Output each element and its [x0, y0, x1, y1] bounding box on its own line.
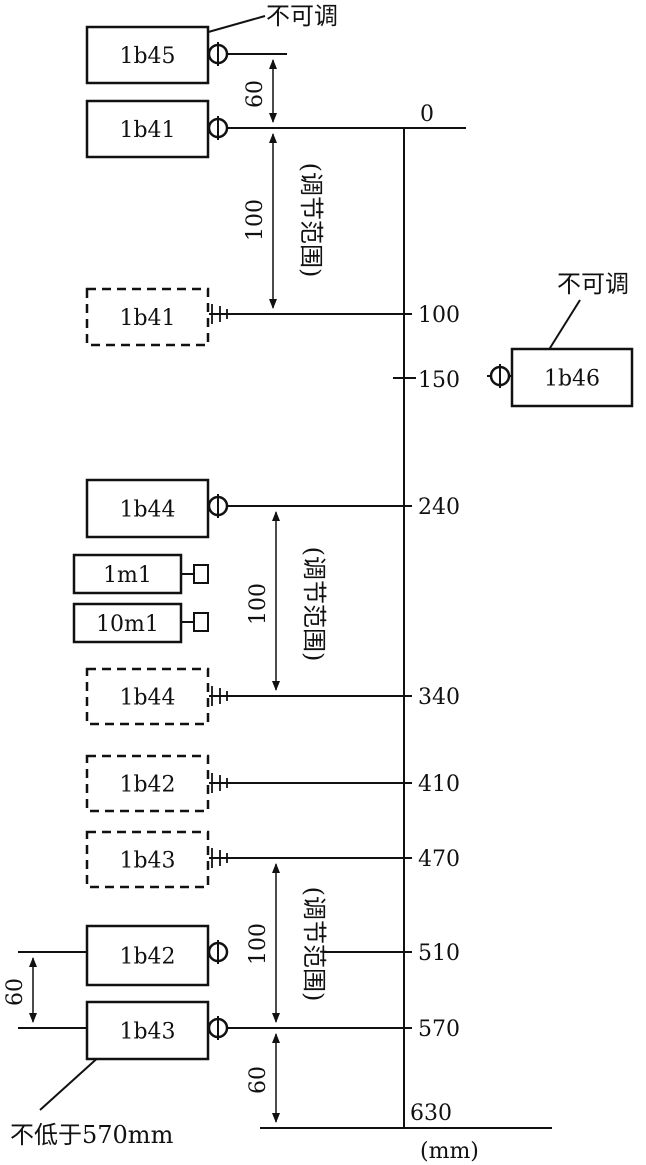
switch-m1: 1m1 [72, 553, 183, 595]
switch-b44: 1b44 [85, 478, 210, 539]
not-adjustable-note-1: 不可调 [266, 2, 338, 30]
switch-label: 1b41 [119, 118, 175, 143]
switch-box [85, 924, 210, 987]
switch-box [85, 754, 210, 813]
dim-60-top-label: 60 [243, 80, 268, 108]
switch-b45: 1b45 [85, 25, 210, 85]
switch-box [85, 478, 210, 539]
tick-340: 340 [418, 685, 460, 710]
switch-label: 1b46 [544, 367, 600, 392]
dashed-contact-470-icon [211, 848, 228, 868]
switch-b44d: 1b44 [85, 667, 210, 726]
dashed-contact-410-icon [211, 773, 228, 793]
min-height-note: 不低于570mm [10, 1121, 174, 1149]
unit-label: (mm) [420, 1139, 479, 1164]
switch-label: 1b41 [119, 306, 175, 331]
tick-510: 510 [418, 941, 460, 966]
dim-60-left-label: 60 [3, 978, 28, 1006]
switch-box [85, 667, 210, 726]
switch-box [85, 830, 210, 889]
switch-b43d: 1b43 [85, 830, 210, 889]
switch-label: 1b44 [119, 686, 175, 711]
switch-label: 1b42 [119, 773, 175, 798]
tick-470: 470 [418, 847, 460, 872]
switch-box [85, 99, 210, 159]
switch-label: 1b43 [119, 1020, 175, 1045]
switch-label: 1m1 [103, 563, 152, 588]
switch-box [72, 553, 183, 595]
tick-150: 150 [418, 368, 460, 393]
switch-b43: 1b43 [85, 1000, 210, 1061]
switch-box [85, 25, 210, 85]
switch-box [85, 287, 210, 347]
tick-570: 570 [418, 1017, 460, 1042]
switch-box [85, 1000, 210, 1061]
dim-100-a-label: 100 [243, 199, 268, 241]
switch-b42: 1b42 [85, 924, 210, 987]
switch-b41d: 1b41 [85, 287, 210, 347]
switch-label: 1b44 [119, 498, 175, 523]
switch-b42d: 1b42 [85, 754, 210, 813]
switch-m10: 10m1 [72, 602, 183, 644]
switch-label: 10m1 [96, 612, 159, 637]
dim-100-c-label: 100 [246, 923, 271, 965]
motor-1m1-terminal-icon [193, 564, 209, 584]
range-note-2: (调节范围) [300, 547, 328, 662]
motor-10m1-terminal-icon [193, 612, 209, 632]
switch-label: 1b42 [119, 945, 175, 970]
tick-240: 240 [418, 495, 460, 520]
dashed-contact-100-icon [211, 304, 228, 324]
dim-100-b-label: 100 [246, 583, 271, 625]
tick-100: 100 [418, 303, 460, 328]
switch-box [510, 347, 634, 408]
tick-410: 410 [418, 772, 460, 797]
switch-label: 1b43 [119, 849, 175, 874]
tick-630: 630 [410, 1101, 452, 1126]
dashed-contact-340-icon [211, 686, 228, 706]
switch-label: 1b45 [119, 44, 175, 69]
switch-b41: 1b41 [85, 99, 210, 159]
not-adjustable-note-2: 不可调 [557, 270, 629, 298]
switch-box [72, 602, 183, 644]
switch-b46: 1b46 [510, 347, 634, 408]
range-note-1: (调节范围) [297, 163, 325, 278]
tick-0: 0 [420, 102, 434, 127]
range-note-3: (调节范围) [300, 887, 328, 1002]
dim-60-bottom-label: 60 [246, 1066, 271, 1094]
